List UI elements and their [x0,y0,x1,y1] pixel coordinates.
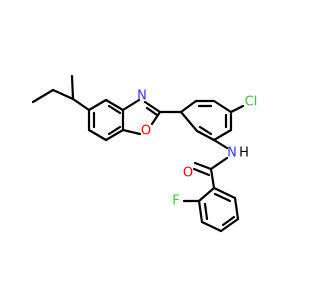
bond [209,156,229,171]
carbonyl-oxygen-label: O [183,166,193,181]
molecule-structure: N O Cl N H O F [31,74,257,233]
bond [203,202,209,221]
bond [179,99,198,114]
bond [212,128,233,142]
bond [212,138,229,150]
bond [233,196,240,221]
bond [51,88,75,101]
bond [209,167,216,190]
bond [150,110,162,126]
bond [107,125,122,136]
amide-nitrogen-label: N [227,146,237,161]
nitrogen-label: N [137,89,147,104]
bond [195,129,216,142]
bond [229,104,245,114]
bond [212,99,233,114]
bond [219,217,240,233]
bond-group [31,74,245,233]
bond [87,128,108,142]
bond [179,110,199,133]
bond [121,128,142,136]
chlorine-label: Cl [245,95,258,110]
bond [197,186,216,203]
bond [221,215,236,227]
bond [192,167,211,177]
bond [212,186,237,200]
atom-label-group: N O Cl N H O F [137,89,257,209]
bond [31,88,55,104]
bond [145,106,159,117]
bond [213,192,232,203]
bond [197,199,204,224]
bond [70,74,75,101]
bond [143,100,162,114]
bond [198,125,213,136]
bond [104,128,125,142]
bond [87,98,108,112]
bond [121,98,141,112]
fluorine-label: F [172,194,179,209]
amide-hydrogen-label: H [239,146,249,161]
bond [193,161,213,171]
bond [71,97,91,112]
bond [200,220,223,233]
bond [104,98,125,112]
bond [107,104,122,115]
oxygen-label: O [141,124,151,139]
